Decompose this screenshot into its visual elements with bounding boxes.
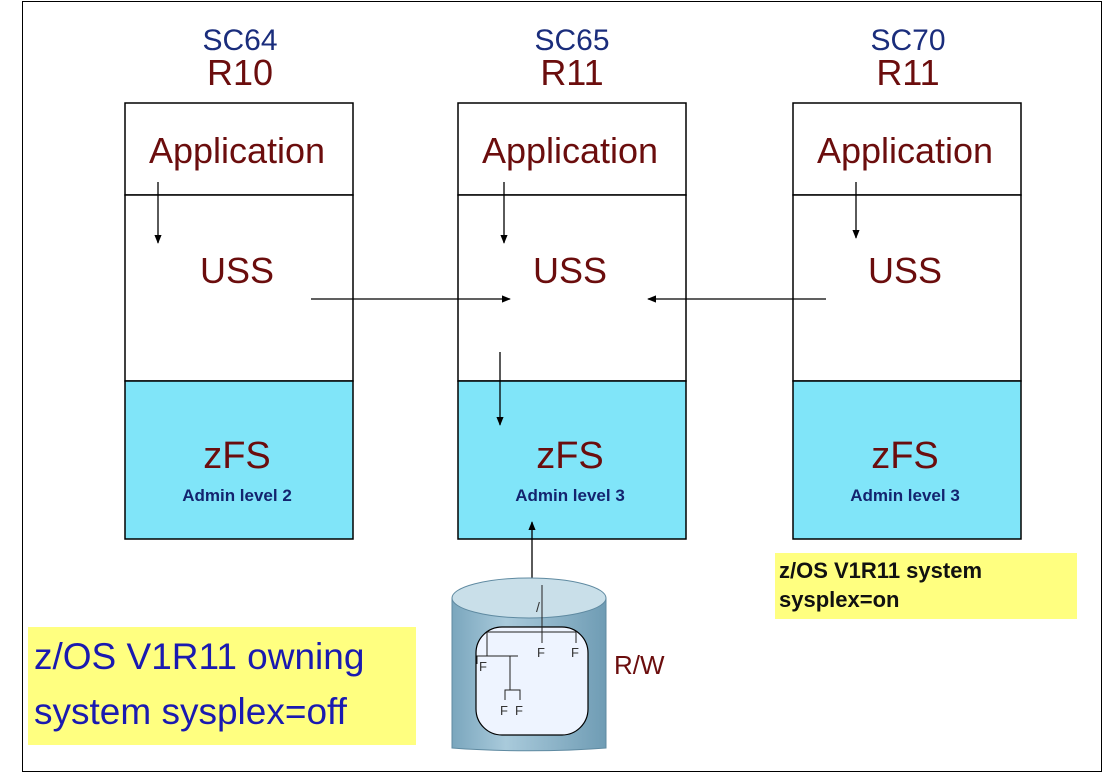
tree-node-label: F [537, 645, 545, 660]
system-column-sc70 [792, 102, 1022, 540]
uss-layer [457, 194, 687, 382]
zfs-label: zFS [871, 435, 939, 477]
zfs-label: zFS [536, 435, 604, 477]
system-name: SC64 [202, 24, 278, 57]
admin-level-label: Admin level 3 [850, 486, 960, 505]
admin-level-label: Admin level 3 [515, 486, 625, 505]
uss-label: USS [867, 250, 943, 291]
uss-label: USS [532, 250, 608, 291]
application-layer [792, 102, 1022, 196]
release-level: R10 [206, 52, 274, 93]
release-level: R11 [540, 52, 604, 93]
zfs-label: zFS [203, 435, 271, 477]
zfs-layer [792, 380, 1022, 540]
application-layer [124, 102, 354, 196]
read-write-label: R/W [614, 650, 665, 680]
tree-node-label: F [479, 659, 487, 674]
release-level: R11 [876, 52, 940, 93]
application-layer [457, 102, 687, 196]
application-label: Application [481, 130, 659, 171]
system-name: SC70 [870, 24, 946, 57]
disk-cylinder [451, 577, 607, 752]
disk-top [451, 577, 607, 619]
tree-root-label: / [536, 599, 540, 615]
application-label: Application [816, 130, 994, 171]
sysplex-on-note: z/OS V1R11 system sysplex=on [775, 553, 1077, 619]
zfs-layer [124, 380, 354, 540]
uss-label: USS [199, 250, 275, 291]
system-column-sc65 [457, 102, 687, 540]
uss-layer [124, 194, 354, 382]
zfs-layer [457, 380, 687, 540]
tree-node-label: F [571, 645, 579, 660]
tree-node-label: F [500, 703, 508, 718]
application-label: Application [148, 130, 326, 171]
admin-level-label: Admin level 2 [182, 486, 292, 505]
system-name: SC65 [534, 24, 610, 57]
file-tree-panel [475, 626, 589, 736]
owning-system-note: z/OS V1R11 owning system sysplex=off [28, 627, 416, 745]
tree-node-label: F [515, 703, 523, 718]
file-tree-lines [476, 585, 577, 700]
system-column-sc64 [124, 102, 354, 540]
